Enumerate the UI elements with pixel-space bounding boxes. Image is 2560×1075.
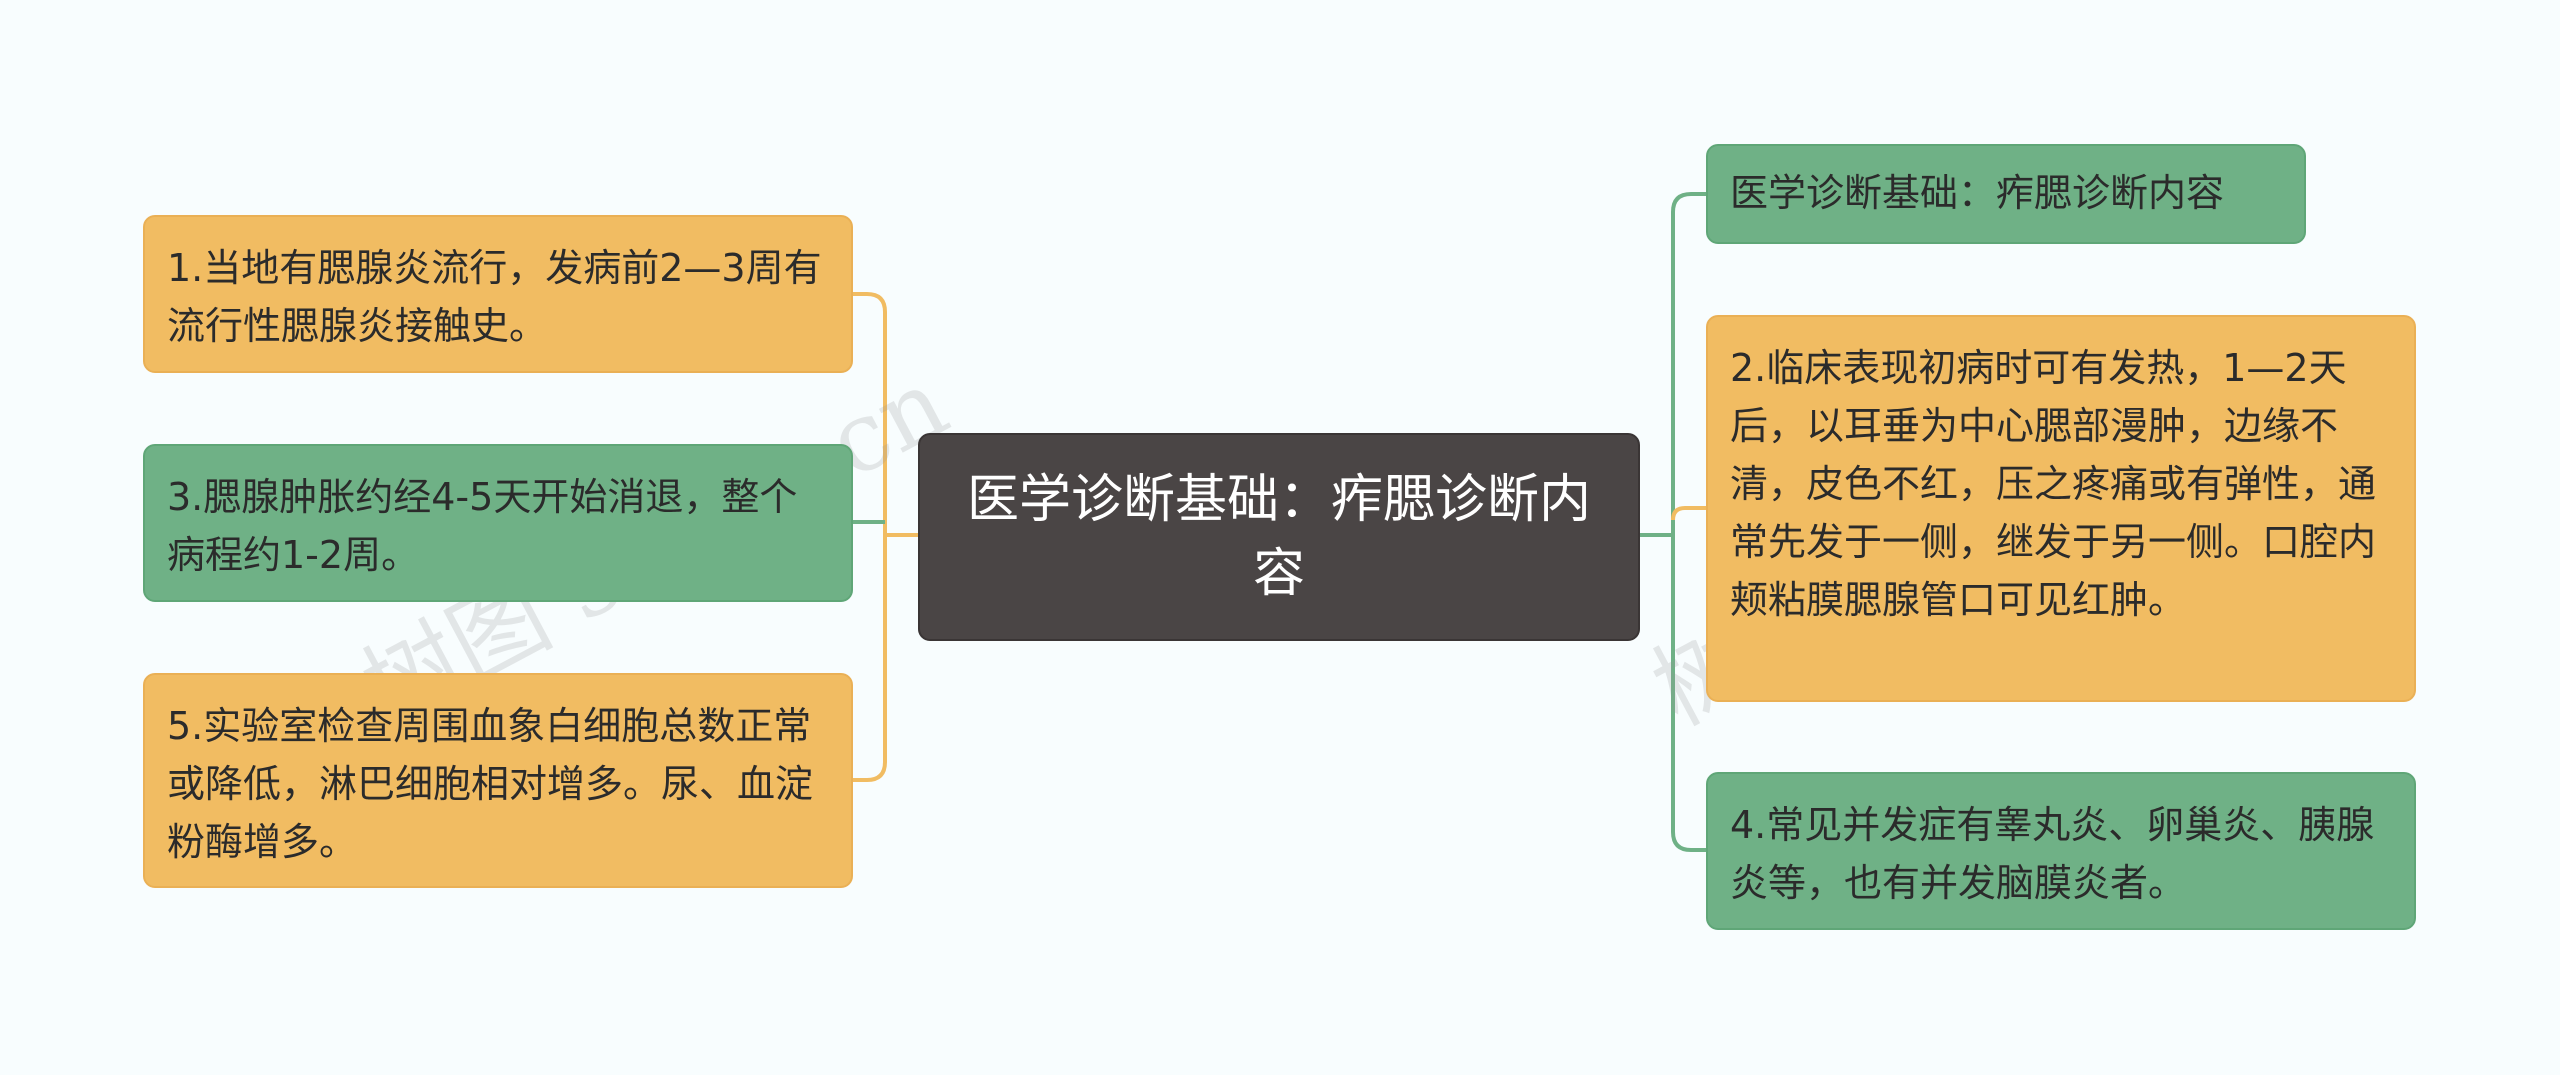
right-node-3-text: 4.常见并发症有睾丸炎、卵巢炎、胰腺炎等，也有并发脑膜炎者。 (1730, 803, 2375, 905)
connector-right-3 (1671, 535, 1706, 852)
left-node-2-text: 3.腮腺肿胀约经4-5天开始消退，整个病程约1-2周。 (167, 475, 798, 577)
connector-left-3 (853, 535, 887, 782)
left-node-1[interactable]: 1.当地有腮腺炎流行，发病前2—3周有流行性腮腺炎接触史。 (143, 215, 853, 373)
right-node-1[interactable]: 医学诊断基础：痄腮诊断内容 (1706, 144, 2306, 244)
left-node-3[interactable]: 5.实验室检查周围血象白细胞总数正常或降低，淋巴细胞相对增多。尿、血淀粉酶增多。 (143, 673, 853, 888)
central-topic-text: 医学诊断基础：痄腮诊断内容 (966, 470, 1591, 604)
connector-right-1 (1671, 192, 1706, 535)
connector-left-1 (853, 292, 887, 535)
right-node-2-text: 2.临床表现初病时可有发热，1—2天后，以耳垂为中心腮部漫肿，边缘不清，皮色不红… (1730, 346, 2377, 622)
left-node-3-text: 5.实验室检查周围血象白细胞总数正常或降低，淋巴细胞相对增多。尿、血淀粉酶增多。 (167, 704, 814, 864)
connector-right-2 (1671, 506, 1706, 521)
central-topic-node[interactable]: 医学诊断基础：痄腮诊断内容 (918, 433, 1640, 641)
right-node-2[interactable]: 2.临床表现初病时可有发热，1—2天后，以耳垂为中心腮部漫肿，边缘不清，皮色不红… (1706, 315, 2416, 702)
right-node-3[interactable]: 4.常见并发症有睾丸炎、卵巢炎、胰腺炎等，也有并发脑膜炎者。 (1706, 772, 2416, 930)
left-node-2[interactable]: 3.腮腺肿胀约经4-5天开始消退，整个病程约1-2周。 (143, 444, 853, 602)
right-node-1-text: 医学诊断基础：痄腮诊断内容 (1730, 171, 2225, 215)
left-node-1-text: 1.当地有腮腺炎流行，发病前2—3周有流行性腮腺炎接触史。 (167, 246, 822, 348)
